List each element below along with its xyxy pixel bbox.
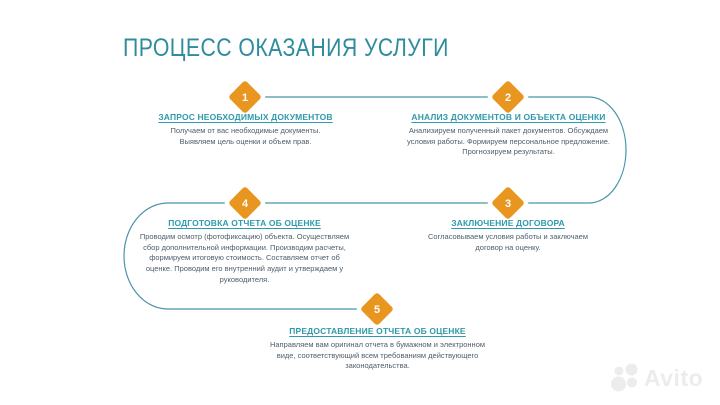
step-title-3: ЗАКЛЮЧЕНИЕ ДОГОВОРА bbox=[451, 218, 565, 228]
step-marker-5: 5 bbox=[356, 288, 398, 330]
step-description-1: Получаем от вас необходимые документы. В… bbox=[170, 126, 321, 146]
diamond-icon bbox=[492, 81, 524, 113]
diamond-icon bbox=[229, 187, 261, 219]
page-title: ПРОЦЕСС ОКАЗАНИЯ УСЛУГИ bbox=[123, 34, 449, 62]
diamond-icon bbox=[229, 81, 261, 113]
step-marker-4: 4 bbox=[224, 182, 266, 224]
diamond-icon bbox=[361, 293, 393, 325]
step-title-2: АНАЛИЗ ДОКУМЕНТОВ И ОБЪЕКТА ОЦЕНКИ bbox=[411, 112, 606, 122]
step-number: 5 bbox=[374, 304, 380, 316]
step-description-4: Проводим осмотр (фотофиксацию) объекта. … bbox=[139, 232, 350, 284]
flow-line bbox=[123, 96, 627, 310]
step-description-2: Анализируем полученный пакет документов.… bbox=[406, 126, 611, 157]
step-marker-1: 1 bbox=[224, 76, 266, 118]
step-title-4: ПОДГОТОВКА ОТЧЕТА ОБ ОЦЕНКЕ bbox=[168, 218, 321, 228]
diamond-icon bbox=[492, 187, 524, 219]
step-number: 3 bbox=[505, 198, 511, 210]
step-description-3: Согласовываем условия работы и заключаем… bbox=[428, 232, 588, 252]
avito-logo-icon bbox=[611, 363, 638, 392]
step-marker-3: 3 bbox=[487, 182, 529, 224]
step-number: 4 bbox=[242, 198, 249, 210]
step-title-1: ЗАПРОС НЕОБХОДИМЫХ ДОКУМЕНТОВ bbox=[158, 112, 333, 122]
avito-watermark-text: Avito bbox=[644, 364, 704, 391]
step-title-5: ПРЕДОСТАВЛЕНИЕ ОТЧЕТА ОБ ОЦЕНКЕ bbox=[289, 326, 466, 336]
step-block-1: ЗАПРОС НЕОБХОДИМЫХ ДОКУМЕНТОВ Получаем о… bbox=[153, 112, 338, 147]
step-block-3: ЗАКЛЮЧЕНИЕ ДОГОВОРА Согласовываем услови… bbox=[428, 218, 588, 253]
step-block-2: АНАЛИЗ ДОКУМЕНТОВ И ОБЪЕКТА ОЦЕНКИ Анали… bbox=[406, 112, 611, 158]
avito-watermark: Avito bbox=[611, 363, 703, 393]
step-description-5: Направляем вам оригинал отчета в бумажно… bbox=[269, 340, 486, 371]
step-block-4: ПОДГОТОВКА ОТЧЕТА ОБ ОЦЕНКЕ Проводим осм… bbox=[137, 218, 352, 285]
step-number: 2 bbox=[505, 92, 511, 104]
step-number: 1 bbox=[242, 92, 248, 104]
step-block-5: ПРЕДОСТАВЛЕНИЕ ОТЧЕТА ОБ ОЦЕНКЕ Направля… bbox=[265, 326, 490, 372]
step-marker-2: 2 bbox=[487, 76, 529, 118]
